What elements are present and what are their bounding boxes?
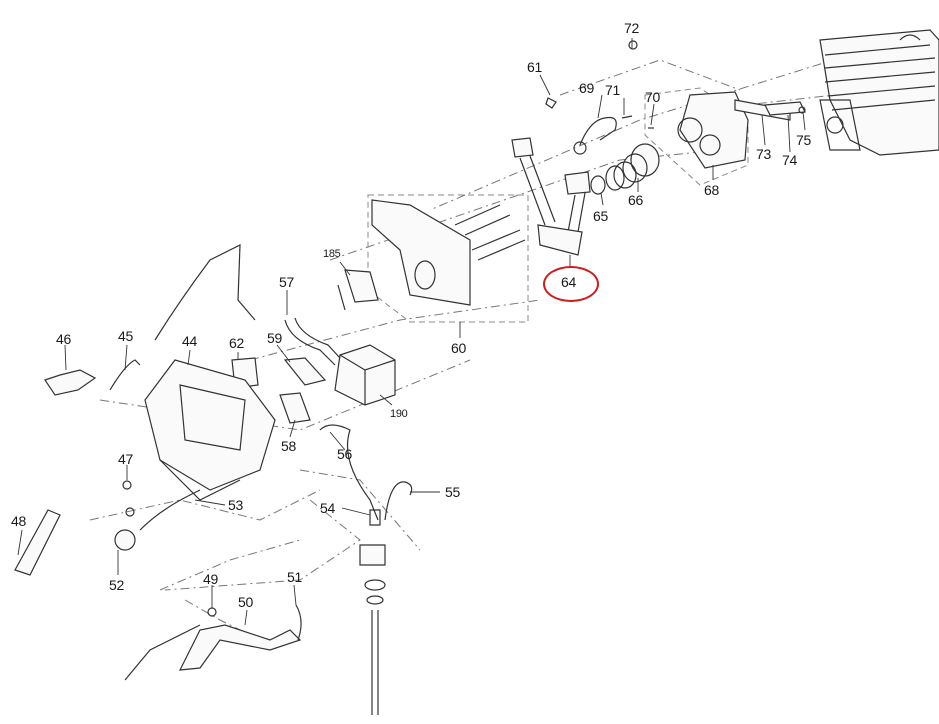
fuel-filter-spring [371, 610, 379, 715]
manifold-part [677, 91, 749, 169]
bracket-60 [371, 199, 526, 306]
part-label-53: 53 [228, 497, 243, 513]
part-label-57: 57 [279, 274, 294, 290]
part-label-68: 68 [704, 182, 719, 198]
group-box-68 [644, 87, 749, 186]
part-label-56: 56 [337, 446, 352, 462]
part-label-54: 54 [320, 500, 335, 516]
part-label-59: 59 [267, 330, 282, 346]
part-label-69: 69 [579, 80, 594, 96]
nut-49 [207, 607, 217, 617]
primer-52 [114, 529, 136, 551]
screw-71 [621, 115, 633, 119]
hose-53 [139, 489, 201, 531]
part-label-71: 71 [605, 82, 620, 98]
clip-61 [545, 97, 557, 109]
rod [154, 244, 256, 341]
nut-47 [122, 480, 132, 490]
lever-46 [44, 369, 97, 396]
bolt-75 [798, 106, 806, 114]
part-label-48: 48 [11, 513, 26, 529]
part-label-55: 55 [445, 484, 460, 500]
hose-55 [384, 481, 413, 521]
tank-44 [144, 359, 276, 501]
gasket-59 [283, 357, 327, 386]
hose-56 [319, 424, 379, 521]
part-label-70: 70 [645, 89, 660, 105]
part-label-52: 52 [109, 577, 124, 593]
part-label-60: 60 [451, 340, 466, 356]
ring-65 [590, 175, 606, 195]
bellows-66 [605, 143, 660, 191]
hose-57 [284, 319, 336, 366]
carburetor-190 [334, 344, 396, 406]
fitting-54 [369, 509, 381, 526]
part-label-66: 66 [628, 192, 643, 208]
part-label-44: 44 [182, 333, 197, 349]
intake-64 [511, 137, 591, 256]
part-label-49: 49 [203, 571, 218, 587]
part-label-45: 45 [118, 328, 133, 344]
part-label-74: 74 [782, 152, 797, 168]
gasket-58 [279, 392, 311, 424]
part-label-62: 62 [229, 335, 244, 351]
hose-69 [579, 116, 617, 146]
plate-74 [764, 101, 806, 116]
cylinder-part [819, 29, 939, 156]
part-label-46: 46 [56, 331, 71, 347]
part-label-58: 58 [281, 438, 296, 454]
part-label-47: 47 [118, 451, 133, 467]
part-label-75: 75 [796, 132, 811, 148]
part-label-185: 185 [323, 248, 341, 260]
part-label-73: 73 [756, 146, 771, 162]
part-185 [344, 269, 379, 303]
part-label-190: 190 [390, 408, 408, 420]
part-label-50: 50 [238, 594, 253, 610]
handle-48 [14, 509, 61, 576]
part-label-65: 65 [593, 208, 608, 224]
spring-51 [295, 604, 302, 641]
trigger-50 [178, 624, 302, 671]
part-label-72: 72 [624, 20, 639, 36]
bolt-72 [628, 40, 638, 50]
highlight-circle-64 [543, 266, 599, 302]
part-label-51: 51 [287, 569, 302, 585]
part-label-61: 61 [527, 59, 542, 75]
